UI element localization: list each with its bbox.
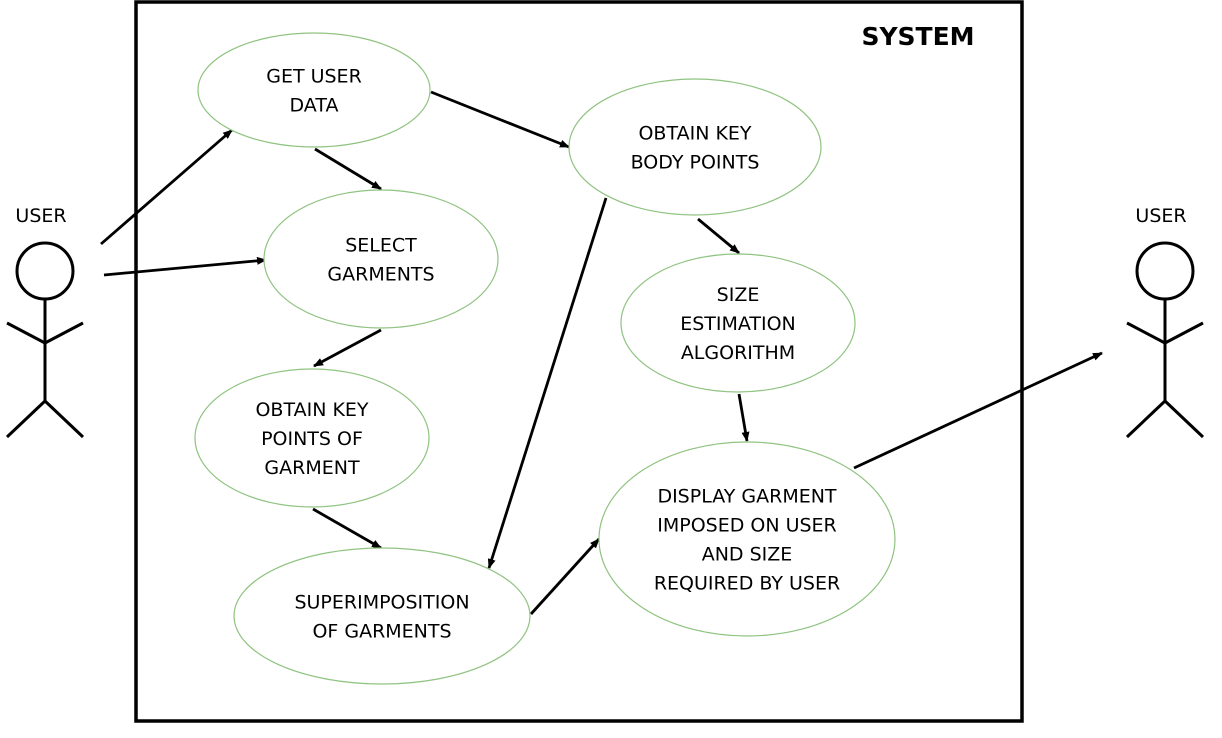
stick-figure-icon [5, 241, 85, 439]
use-case-label-line: GET USER [266, 66, 362, 88]
use-cases: GET USER DATA SELECT GARMENTS OBTAIN KEY POIN… [194, 32, 896, 685]
actor-label: USER [1135, 205, 1186, 227]
use-case-obtain-key-body-points: OBTAIN KEY BODY POINTS [568, 78, 822, 216]
use-case-label-line: SIZE [717, 284, 760, 306]
arrow-get-user-data-to-select-garments [314, 147, 382, 191]
use-case-ellipse [568, 78, 822, 216]
use-case-obtain-key-points-garment: OBTAIN KEY POINTS OF GARMENT [194, 368, 430, 508]
arrow-obtain-key-body-points-to-superimposition [487, 197, 608, 569]
actor-user-right: USER [1125, 205, 1205, 439]
edges [100, 90, 1103, 615]
use-case-ellipse [194, 368, 430, 508]
arrow-display-garment-to-user-right [853, 351, 1103, 470]
use-case-label-line: OF GARMENTS [312, 621, 451, 643]
use-case-size-estimation: SIZE ESTIMATION ALGORITHM [620, 253, 856, 393]
system-title: SYSTEM [861, 22, 974, 51]
system-boundary [134, 0, 1024, 723]
use-case-label-line: DISPLAY GARMENT [657, 486, 836, 508]
use-case-label-line: ALGORITHM [681, 342, 795, 364]
use-case-ellipse [620, 253, 856, 393]
arrow-get-user-data-to-obtain-key-body-points [430, 90, 570, 149]
use-case-label-line: AND SIZE [702, 544, 793, 566]
actor-user-left: USER [5, 205, 85, 439]
arrow-superimposition-to-display-garment [529, 538, 601, 615]
use-case-ellipse [233, 547, 531, 685]
use-case-label-line: ESTIMATION [680, 313, 796, 335]
use-case-ellipse [598, 441, 896, 637]
arrow-obtain-key-points-garment-to-superimposition [312, 507, 382, 550]
use-case-get-user-data: GET USER DATA [197, 32, 431, 148]
use-case-label-line: SELECT [345, 235, 417, 257]
stick-figure-icon [1125, 241, 1205, 439]
actors: USER USER [5, 205, 1205, 439]
actor-label: USER [15, 205, 66, 227]
arrow-user-left-to-get-user-data [100, 128, 233, 246]
arrow-select-garments-to-obtain-key-points-garment [313, 328, 382, 368]
arrow-size-estimation-to-display-garment [737, 393, 750, 442]
use-case-select-garments: SELECT GARMENTS [263, 189, 499, 329]
use-case-label-line: REQUIRED BY USER [654, 573, 840, 595]
use-case-label-line: BODY POINTS [631, 152, 760, 174]
use-case-superimposition: SUPERIMPOSITION OF GARMENTS [233, 547, 531, 685]
arrow-obtain-key-body-points-to-size-estimation [697, 217, 740, 255]
arrow-user-left-to-select-garments [103, 256, 267, 277]
use-case-label-line: GARMENTS [327, 264, 434, 286]
use-case-label-line: OBTAIN KEY [255, 399, 368, 421]
use-case-label-line: IMPOSED ON USER [657, 515, 837, 537]
use-case-label-line: POINTS OF [261, 428, 363, 450]
use-case-ellipse [197, 32, 431, 148]
use-case-display-garment: DISPLAY GARMENT IMPOSED ON USER AND SIZE RE… [598, 441, 896, 637]
use-case-label-line: SUPERIMPOSITION [294, 592, 469, 614]
use-case-label-line: DATA [290, 95, 339, 117]
use-case-ellipse [263, 189, 499, 329]
use-case-label-line: GARMENT [264, 457, 360, 479]
use-case-label-line: OBTAIN KEY [638, 123, 751, 145]
